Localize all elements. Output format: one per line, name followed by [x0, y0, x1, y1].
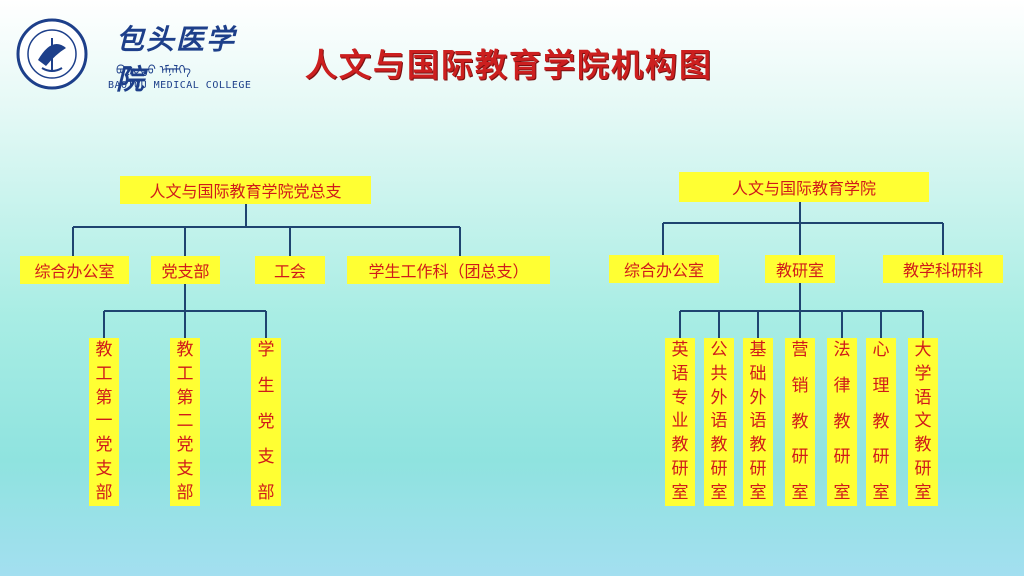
node-marketing-office: 营销教研室: [785, 338, 815, 506]
college-mongolian-name: ᠪᠣᠭᠣᠳᠣ ᠡᠮᠨᠡᠯᠭᠡ: [116, 63, 191, 77]
node-teaching-research-dept: 教学科研科: [883, 255, 1003, 283]
node-labor-union: 工会: [255, 256, 325, 284]
node-party-branch: 党支部: [151, 256, 220, 284]
node-college-chinese-office: 大学语文教研室: [908, 338, 938, 506]
node-teaching-research: 教研室: [765, 255, 835, 283]
node-psychology-office: 心理教研室: [866, 338, 896, 506]
college-logo: 包头医学院 ᠪᠣᠭᠣᠳᠣ ᠡᠮᠨᠡᠯᠭᠡ BAOTOU MEDICAL COLL…: [16, 14, 256, 96]
node-party-committee: 人文与国际教育学院党总支: [120, 176, 371, 204]
node-public-foreign-language-office: 公共外语教研室: [704, 338, 734, 506]
node-student-affairs: 学生工作科（团总支）: [347, 256, 550, 284]
college-seal-icon: [16, 18, 88, 90]
node-basic-foreign-language-office: 基础外语教研室: [743, 338, 773, 506]
node-left-general-office: 综合办公室: [20, 256, 129, 284]
node-right-general-office: 综合办公室: [609, 255, 719, 283]
college-chinese-name: 包头医学院: [116, 23, 237, 96]
node-staff-branch-2: 教工第二党支部: [170, 338, 200, 506]
node-college: 人文与国际教育学院: [679, 172, 929, 202]
node-english-major-office: 英语专业教研室: [665, 338, 695, 506]
page-title: 人文与国际教育学院机构图: [305, 46, 714, 84]
node-law-office: 法律教研室: [827, 338, 857, 506]
node-staff-branch-1: 教工第一党支部: [89, 338, 119, 506]
node-student-branch: 学生党支部: [251, 338, 281, 506]
college-english-name: BAOTOU MEDICAL COLLEGE: [108, 80, 252, 91]
